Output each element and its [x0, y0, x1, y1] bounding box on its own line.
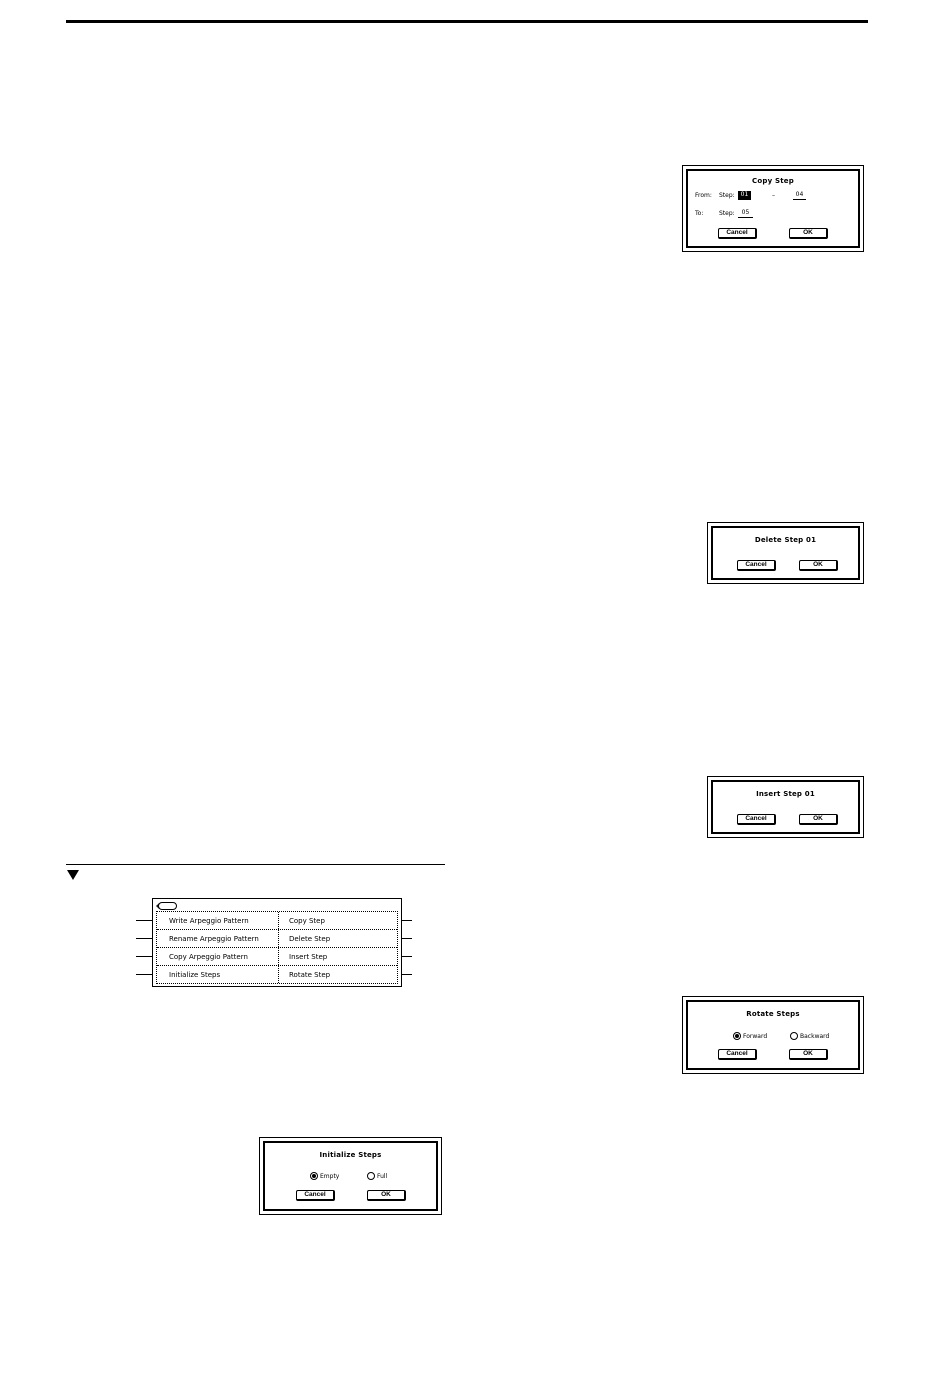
dialog-frame: Rotate Steps Forward Backward Cancel OK — [686, 1000, 860, 1070]
forward-radio[interactable] — [733, 1032, 741, 1040]
dialog-frame: Initialize Steps Empty Full Cancel OK — [263, 1141, 438, 1211]
callout-line — [136, 974, 154, 975]
cancel-button[interactable]: Cancel — [296, 1190, 335, 1201]
ok-button[interactable]: OK — [789, 1049, 828, 1060]
dialog-frame: Insert Step 01 Cancel OK — [711, 780, 860, 834]
initialize-steps-dialog: Initialize Steps Empty Full Cancel OK — [259, 1137, 442, 1215]
ok-button[interactable]: OK — [799, 814, 838, 825]
menu-divider — [157, 947, 397, 948]
to-label: To: — [695, 210, 704, 217]
menu-back-icon — [158, 902, 177, 910]
delete-step-dialog: Delete Step 01 Cancel OK — [707, 522, 864, 584]
to-step-field[interactable]: 05 — [738, 209, 753, 218]
menu-item-initialize-steps[interactable]: Initialize Steps — [169, 971, 221, 979]
copy-step-dialog: Copy Step From: Step: 01 – 04 To: Step: … — [682, 165, 864, 252]
cancel-button[interactable]: Cancel — [718, 1049, 757, 1060]
callout-line — [136, 920, 154, 921]
menu-grid: Write Arpeggio Pattern Rename Arpeggio P… — [156, 911, 398, 984]
empty-radio[interactable] — [310, 1172, 318, 1180]
forward-label: Forward — [743, 1033, 768, 1040]
callout-line — [394, 974, 412, 975]
cancel-button[interactable]: Cancel — [737, 814, 776, 825]
dialog-frame: Copy Step From: Step: 01 – 04 To: Step: … — [686, 169, 860, 248]
dialog-title: Delete Step 01 — [754, 536, 817, 544]
section-triangle-icon — [67, 870, 79, 880]
dialog-title: Copy Step — [752, 177, 794, 185]
range-dash: – — [772, 192, 775, 199]
menu-item-rename-arpeggio-pattern[interactable]: Rename Arpeggio Pattern — [169, 935, 259, 943]
from-start-field[interactable]: 01 — [738, 191, 751, 200]
dialog-title: Rotate Steps — [746, 1010, 800, 1018]
full-radio[interactable] — [367, 1172, 375, 1180]
menu-item-copy-arpeggio-pattern[interactable]: Copy Arpeggio Pattern — [169, 953, 248, 961]
top-rule — [66, 20, 868, 23]
menu-divider — [157, 929, 397, 930]
section-rule — [66, 864, 445, 865]
menu-item-delete-step[interactable]: Delete Step — [289, 935, 331, 943]
callout-line — [136, 938, 154, 939]
callout-line — [136, 956, 154, 957]
from-end-field[interactable]: 04 — [793, 191, 806, 200]
menu-item-write-arpeggio-pattern[interactable]: Write Arpeggio Pattern — [169, 917, 249, 925]
to-step-label: Step: — [719, 210, 735, 217]
backward-radio[interactable] — [790, 1032, 798, 1040]
cancel-button[interactable]: Cancel — [718, 228, 757, 239]
menu-item-copy-step[interactable]: Copy Step — [289, 917, 325, 925]
cancel-button[interactable]: Cancel — [737, 560, 776, 571]
from-step-label: Step: — [719, 192, 735, 199]
page-menu: Write Arpeggio Pattern Rename Arpeggio P… — [152, 898, 402, 987]
menu-item-insert-step[interactable]: Insert Step — [289, 953, 328, 961]
dialog-frame: Delete Step 01 Cancel OK — [711, 526, 860, 580]
callout-line — [394, 938, 412, 939]
backward-label: Backward — [800, 1033, 830, 1040]
dialog-title: Insert Step 01 — [756, 790, 815, 798]
rotate-steps-dialog: Rotate Steps Forward Backward Cancel OK — [682, 996, 864, 1074]
ok-button[interactable]: OK — [799, 560, 838, 571]
empty-label: Empty — [320, 1173, 340, 1180]
dialog-title: Initialize Steps — [319, 1151, 382, 1159]
ok-button[interactable]: OK — [367, 1190, 406, 1201]
ok-button[interactable]: OK — [789, 228, 828, 239]
menu-divider — [157, 965, 397, 966]
from-label: From: — [695, 192, 712, 199]
callout-line — [394, 956, 412, 957]
insert-step-dialog: Insert Step 01 Cancel OK — [707, 776, 864, 838]
full-label: Full — [377, 1173, 388, 1180]
callout-line — [394, 920, 412, 921]
menu-item-rotate-step[interactable]: Rotate Step — [289, 971, 331, 979]
